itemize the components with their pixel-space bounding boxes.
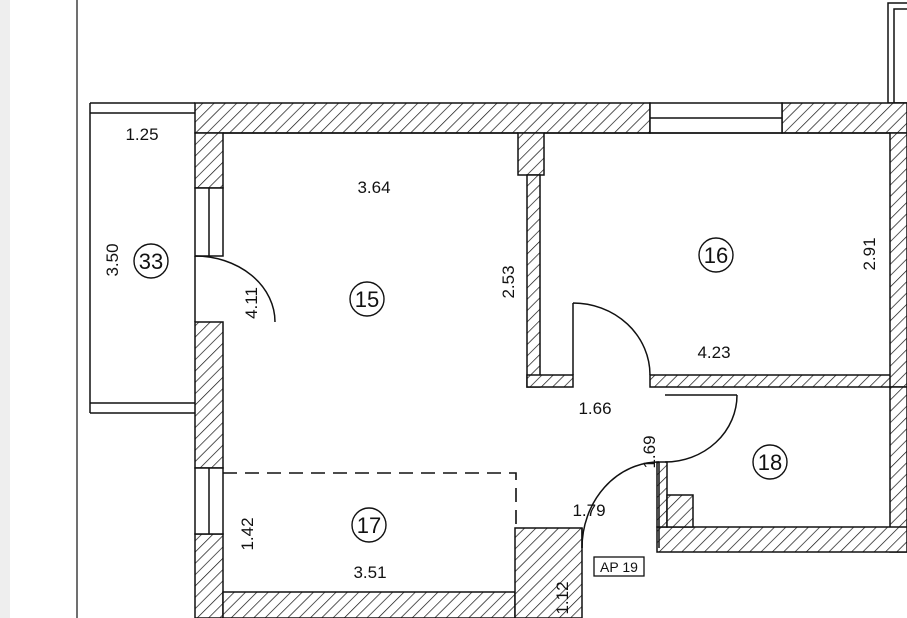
dim-room17-bottom: 3.51	[353, 563, 386, 582]
dim-room15-right: 2.53	[499, 265, 518, 298]
windows	[194, 102, 783, 535]
room-15-label: 15	[355, 287, 379, 312]
dashed-partition	[223, 472, 517, 528]
dim-room15-top: 3.64	[357, 178, 390, 197]
dim-room17-left: 1.42	[238, 517, 257, 550]
dim-entrance-wall: 1.12	[553, 581, 572, 614]
dim-room16-right: 2.91	[860, 237, 879, 270]
wall-left-18-inner	[666, 494, 694, 528]
wall-bottom-16-right	[649, 374, 907, 388]
wall-left-upper	[194, 132, 224, 189]
walls	[194, 102, 907, 618]
dim-room16-bottom: 4.23	[697, 343, 730, 362]
page-margin	[0, 0, 10, 618]
room-18-circle	[752, 444, 788, 480]
wall-partition-15-16	[526, 174, 541, 388]
room-16-circle	[698, 237, 734, 273]
wall-partition-15-16-top	[517, 132, 545, 176]
wall-bottom	[222, 591, 516, 618]
room-15-circle	[349, 281, 385, 317]
wall-bottom-18	[656, 526, 907, 553]
dim-door-18-left: 1.69	[640, 435, 659, 468]
room-17-label: 17	[357, 513, 381, 538]
dim-room15-left: 4.11	[242, 287, 261, 319]
doors	[194, 255, 738, 549]
room-16-label: 16	[704, 243, 728, 268]
wall-bottom-16-left	[526, 374, 574, 388]
door-18	[664, 394, 738, 463]
room-33-circle	[133, 243, 169, 279]
apartment-tag-box	[593, 556, 645, 577]
wall-top-right	[781, 102, 907, 134]
apartment-tag: AP 19	[600, 559, 638, 575]
top-right-frame	[887, 2, 907, 104]
dim-balcony-length: 3.50	[103, 243, 122, 276]
wall-left-middle	[194, 321, 224, 469]
door-entrance	[581, 461, 660, 549]
door-balcony	[194, 255, 276, 323]
balcony-outline	[89, 102, 195, 414]
wall-right-of-17	[514, 527, 583, 618]
dim-entrance: 1.79	[572, 501, 605, 520]
wall-left-lower	[194, 533, 224, 618]
dim-balcony-width: 1.25	[125, 125, 158, 144]
room-circles	[133, 237, 788, 543]
door-16	[572, 302, 651, 376]
wall-top-left	[194, 102, 651, 134]
room-17-circle	[351, 507, 387, 543]
room-33-label: 33	[139, 249, 163, 274]
wall-right-16	[889, 132, 907, 388]
room-18-label: 18	[758, 450, 782, 475]
dim-hall: 1.66	[578, 399, 611, 418]
